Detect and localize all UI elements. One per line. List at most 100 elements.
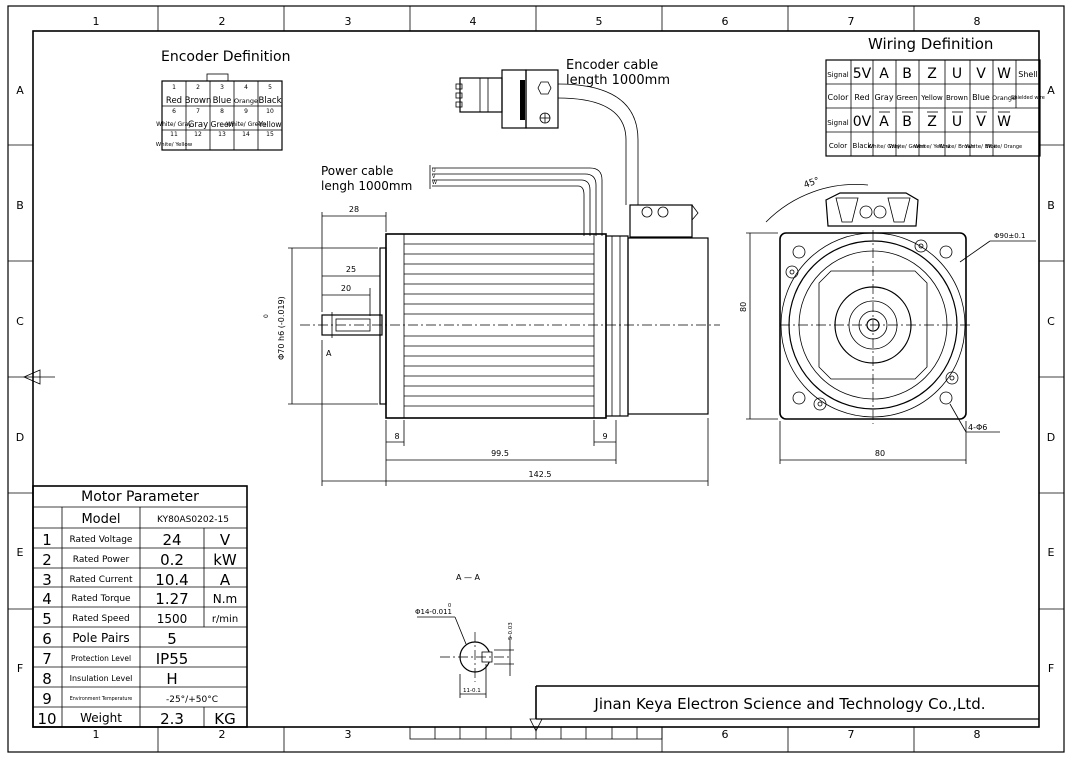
model-value: KY80AS0202-15	[157, 515, 229, 525]
param-unit: kW	[213, 551, 237, 569]
param-num: 3	[42, 571, 52, 589]
wiring-color: White/ Brown	[939, 144, 976, 150]
section-mark: A	[326, 349, 332, 358]
wiring-header: Color	[828, 93, 850, 102]
encoder-pin-num: 5	[268, 84, 272, 91]
encoder-pin-num: 12	[194, 131, 202, 138]
dim-80-width: 80	[875, 449, 885, 458]
col-number: 8	[974, 728, 981, 741]
param-value: 2.3	[160, 710, 184, 728]
side-view-dimensions: 28 25 20 Φ70 h6 (-0.019) 0 A 8 9 99.5 14…	[263, 205, 709, 486]
wiring-color: White/ Blue	[965, 144, 997, 150]
wiring-signal: U	[952, 114, 962, 130]
company-name: Jinan Keya Electron Science and Technolo…	[593, 695, 985, 713]
encoder-pin-color: Red	[166, 96, 182, 106]
encoder-pin-num: 11	[170, 131, 178, 138]
row-letter: E	[1048, 546, 1055, 559]
row-letter: E	[17, 546, 24, 559]
wiring-signal: B	[902, 114, 912, 130]
wiring-signal: V	[976, 114, 986, 130]
encoder-connector	[455, 69, 559, 129]
param-unit: V	[220, 531, 231, 549]
param-unit: r/min	[212, 614, 238, 625]
front-view-dimensions: 45° Φ90±0.1 80 80 4-Φ6	[739, 176, 1036, 464]
col-number: 6	[722, 15, 729, 28]
row-letter: B	[1047, 199, 1055, 212]
column-numbers-top: 1 2 3 4 5 6 7 8	[93, 15, 981, 28]
param-value: -25°/+50°C	[166, 695, 218, 705]
wiring-signal: U	[952, 66, 962, 82]
encoder-pin-color: Brown	[185, 96, 212, 106]
row-letter: F	[1048, 662, 1054, 675]
param-name: Environment Temperature	[70, 696, 133, 702]
model-label: Model	[81, 512, 120, 527]
encoder-definition-title: Encoder Definition	[161, 49, 290, 65]
wiring-color: Gray	[874, 93, 893, 102]
param-value: 10.4	[155, 571, 188, 589]
wiring-signal: Shell	[1018, 70, 1038, 79]
row-letters-left: A B C D E F	[16, 84, 24, 675]
param-value: 24	[162, 531, 181, 549]
section-title: A — A	[456, 573, 481, 582]
param-unit: A	[220, 571, 231, 589]
dim-99-5: 99.5	[491, 449, 509, 458]
wiring-signal: W	[997, 114, 1011, 130]
encoder-cable-label: length 1000mm	[566, 73, 670, 88]
param-name: Rated Power	[73, 555, 130, 565]
encoder-pin-num: 8	[220, 108, 224, 115]
encoder-pin-color: White/ Yellow	[156, 142, 193, 148]
col-number: 2	[219, 15, 226, 28]
col-number: 1	[93, 728, 100, 741]
param-name: Pole Pairs	[72, 631, 129, 645]
col-number: 6	[722, 728, 729, 741]
dim-dia90: Φ90±0.1	[994, 232, 1025, 240]
param-num: 4	[42, 590, 52, 608]
col-number: 5	[596, 15, 603, 28]
dim-dia70: Φ70 h6 (-0.019)	[277, 296, 286, 360]
cable-labels: Encoder cable length 1000mm Power cable …	[321, 58, 670, 193]
wiring-definition: Wiring Definition Signal 5V A B Z U V W …	[825, 35, 1045, 157]
motor-parameter-table: Motor Parameter Model KY80AS0202-15 1 2 …	[32, 485, 248, 728]
wiring-definition-title: Wiring Definition	[868, 35, 993, 53]
param-num: 7	[42, 650, 52, 668]
row-letter: B	[16, 199, 24, 212]
row-letters-right: A B C D E F	[1047, 84, 1055, 675]
param-num: 1	[42, 531, 52, 549]
col-number: 4	[470, 15, 477, 28]
power-cable-label: lengh 1000mm	[321, 179, 412, 193]
section-a-a: A — A Φ14-0.011 0 5-0.03 11-0.1	[415, 573, 514, 698]
title-block: Jinan Keya Electron Science and Technolo…	[535, 685, 1039, 720]
col-number: 1	[93, 15, 100, 28]
wiring-signal: 0V	[853, 114, 872, 130]
param-value: 0.2	[160, 551, 184, 569]
encoder-pin-num: 1	[172, 84, 176, 91]
param-num: 8	[42, 670, 52, 688]
row-letter: F	[17, 662, 23, 675]
wiring-color: Black	[853, 142, 873, 150]
encoder-pin-num: 15	[266, 131, 274, 138]
power-cables: U V W	[429, 165, 603, 236]
encoder-pin-color: Green	[211, 120, 234, 129]
param-unit: KG	[214, 710, 235, 728]
encoder-pin-num: 9	[244, 108, 248, 115]
wiring-signal: V	[976, 66, 986, 82]
key-height-dim: 11-0.1	[463, 688, 481, 694]
wiring-color: White/ Yellow	[914, 144, 951, 150]
power-wire-label: U	[432, 168, 436, 174]
col-number: 3	[345, 15, 352, 28]
motor-side-view	[300, 204, 720, 419]
encoder-pin-color: Black	[259, 96, 282, 106]
column-numbers-bottom: 1 2 3 6 7 8	[93, 728, 981, 741]
encoder-pin-color: Gray	[188, 120, 208, 130]
param-name: Rated Speed	[72, 614, 129, 624]
param-name: Rated Voltage	[70, 535, 133, 545]
shaft-dia-upper: 0	[448, 603, 451, 609]
dim-9: 9	[602, 432, 607, 441]
param-value: 5	[167, 630, 177, 648]
encoder-pin-color: White/ Gray	[156, 121, 192, 128]
param-num: 9	[42, 690, 52, 708]
encoder-pin-color: Blue	[213, 96, 232, 106]
wiring-header: Signal	[827, 119, 849, 127]
dim-holes: 4-Φ6	[968, 423, 987, 432]
wiring-signal: B	[902, 66, 912, 82]
